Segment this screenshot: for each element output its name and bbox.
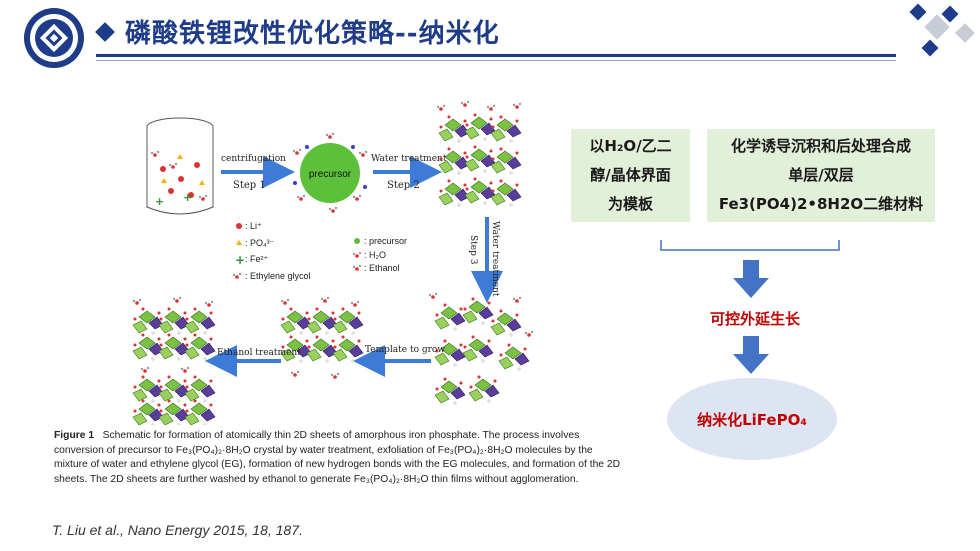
template-to-grow-label: Template to grow bbox=[365, 345, 445, 355]
step1-label: Step 1 bbox=[233, 180, 266, 191]
box2-line2: 单层/双层 bbox=[788, 166, 854, 184]
legend-right: : precursor : H₂O : Ethanol bbox=[352, 236, 407, 273]
legend-po4: : PO₄³⁻ bbox=[245, 238, 275, 248]
legend-h2o: : H₂O bbox=[364, 250, 386, 260]
synthesis-method-box: 化学诱导沉积和后处理合成 单层/双层 Fe3(PO4)2•8H2O二维材料 bbox=[707, 129, 935, 222]
legend-glycol: : Ethylene glycol bbox=[245, 271, 311, 281]
down-arrow-icon bbox=[733, 336, 769, 374]
precursor-sphere: precursor bbox=[292, 132, 368, 213]
legend-precursor: : precursor bbox=[364, 236, 407, 246]
water-treatment-label: Water treatment bbox=[371, 154, 447, 164]
ethanol-treatment-label: Ethanol treatment bbox=[217, 348, 301, 358]
box1-line3: 为模板 bbox=[607, 195, 653, 213]
synthesis-scheme-figure: + + centrifugation Step 1 precursor Wate… bbox=[132, 100, 534, 425]
beaker-icon: + + bbox=[146, 117, 214, 215]
precursor-label: precursor bbox=[309, 169, 352, 180]
caption-text: Schematic for formation of atomically th… bbox=[54, 430, 621, 485]
box2-line1: 化学诱导沉积和后处理合成 bbox=[730, 137, 911, 155]
box2-line3: Fe3(PO4)2•8H2O二维材料 bbox=[718, 195, 924, 213]
grown-sheets-middle bbox=[280, 296, 364, 379]
legend-ethanol: : Ethanol bbox=[364, 263, 400, 273]
result-label: 纳米化LiFePO₄ bbox=[697, 410, 807, 429]
title-underline bbox=[96, 54, 896, 57]
ethanol-marker bbox=[352, 264, 362, 271]
water-marker bbox=[352, 251, 362, 258]
legend-left: : Li⁺ : PO₄³⁻ + : Fe²⁺ : Ethylene glycol bbox=[232, 221, 311, 281]
caption-label: Figure 1 bbox=[54, 430, 95, 441]
centrifugation-label: centrifugation bbox=[221, 154, 286, 164]
svg-text:+: + bbox=[183, 191, 192, 204]
thin-films-left bbox=[132, 296, 216, 425]
citation: T. Liu et al., Nano Energy 2015, 18, 187… bbox=[52, 522, 303, 538]
svg-text:+: + bbox=[155, 195, 164, 208]
title-underline-thin bbox=[96, 60, 896, 61]
box1-line2: 醇/晶体界面 bbox=[590, 166, 671, 184]
down-arrow-icon bbox=[733, 260, 769, 298]
phosphate-marker bbox=[236, 240, 242, 245]
epitaxial-growth-label: 可控外延生长 bbox=[709, 310, 800, 328]
step3-label: Step 3 bbox=[468, 235, 478, 265]
result-ellipse: 纳米化LiFePO₄ bbox=[667, 378, 837, 460]
bracket-connector bbox=[660, 240, 840, 251]
crystal-structure-top bbox=[436, 100, 522, 207]
decorative-diamonds-icon bbox=[909, 3, 975, 57]
step2-label: Step 2 bbox=[387, 180, 420, 191]
figure-caption: Figure 1 Schematic for formation of atom… bbox=[54, 429, 624, 487]
template-method-box: 以H₂O/乙二 醇/晶体界面 为模板 bbox=[571, 129, 690, 222]
precursor-marker bbox=[354, 238, 360, 244]
university-seal-icon bbox=[24, 8, 84, 68]
legend-li: : Li⁺ bbox=[245, 221, 262, 231]
box1-line1: 以H₂O/乙二 bbox=[589, 137, 672, 155]
page-title: 磷酸铁锂改性优化策略--纳米化 bbox=[125, 19, 500, 49]
water-treatment-vertical-label: Water treatment bbox=[490, 221, 500, 297]
glycol-marker bbox=[232, 272, 242, 279]
li-ion-marker bbox=[236, 223, 242, 229]
title-bullet-icon bbox=[95, 22, 115, 42]
legend-fe: : Fe²⁺ bbox=[245, 254, 269, 264]
iron-marker: + bbox=[235, 253, 245, 267]
